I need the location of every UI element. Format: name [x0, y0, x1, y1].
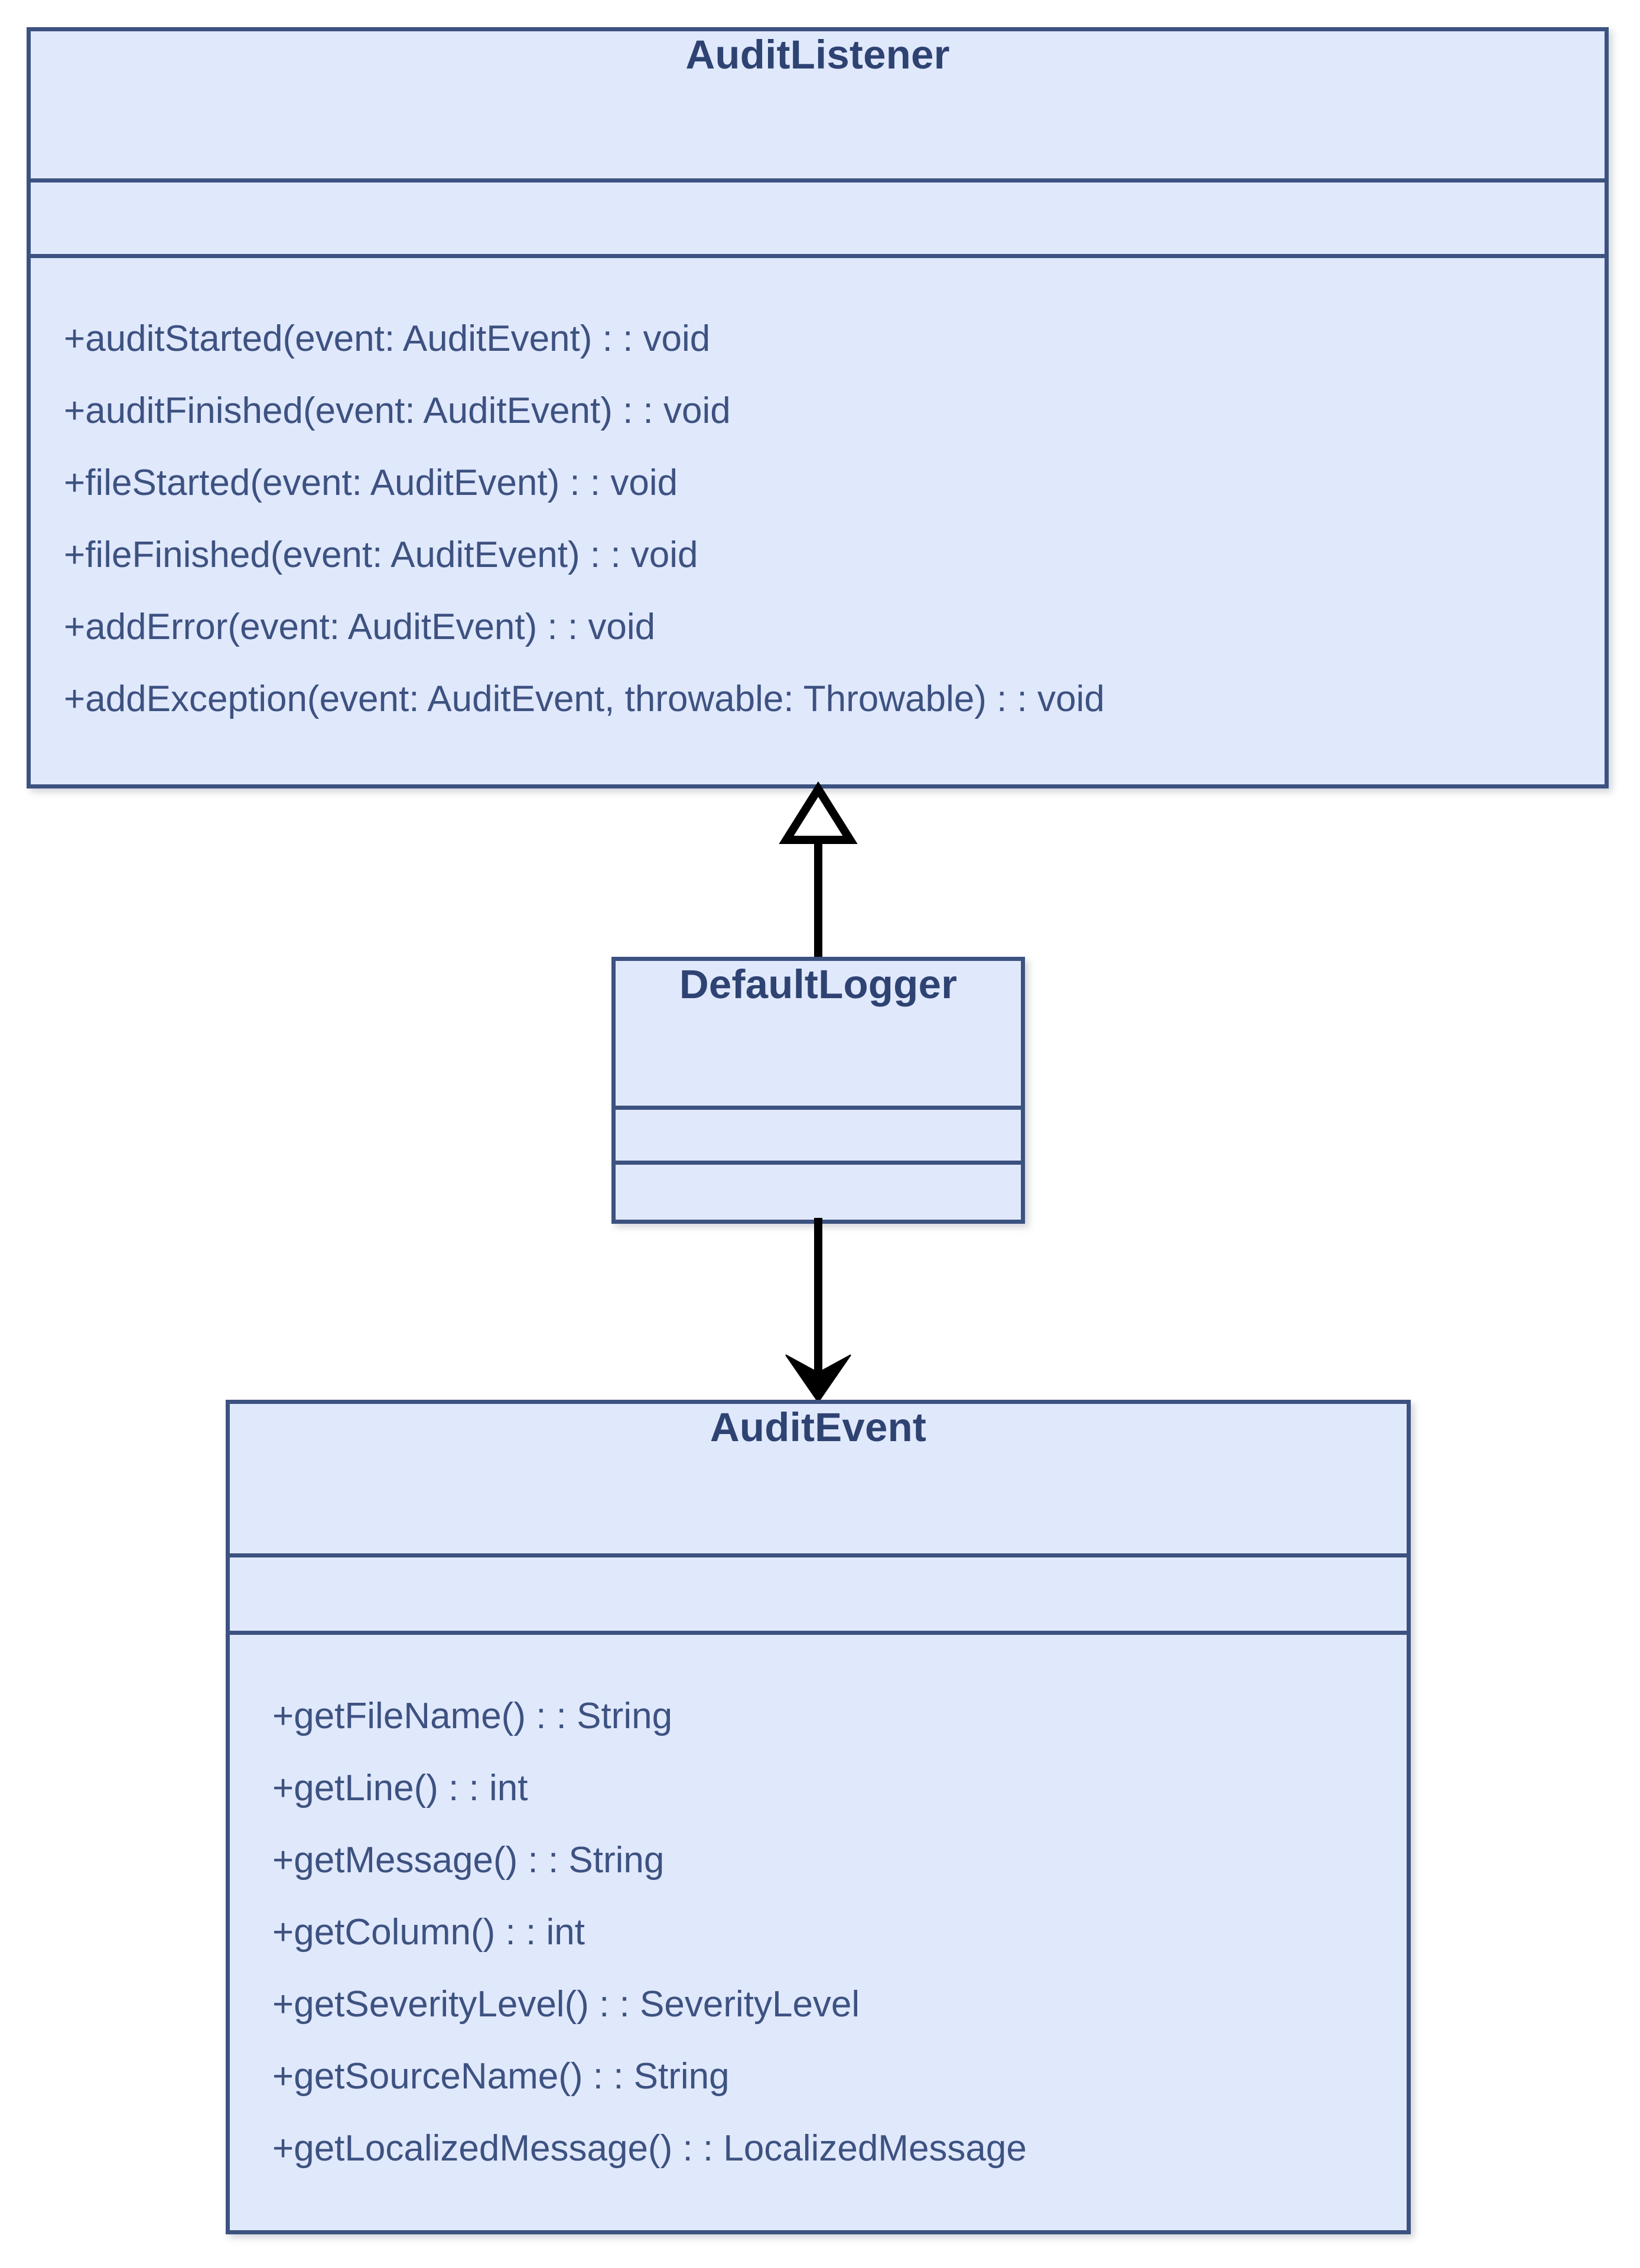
operation-row: +addException(event: AuditEvent, throwab…: [64, 679, 1105, 719]
uml-class-default-logger[interactable]: DefaultLogger: [611, 957, 1025, 1224]
operation-row: +getLine() : : int: [272, 1768, 528, 1808]
class-attributes-compartment: [230, 1553, 1407, 1631]
operation-row: +getColumn() : : int: [272, 1912, 585, 1953]
class-title-audit-event: AuditEvent: [710, 1405, 927, 1450]
uml-class-audit-event[interactable]: AuditEvent +getFileName() : : String +ge…: [226, 1400, 1411, 2234]
class-attributes-compartment: [616, 1106, 1021, 1161]
operation-row: +fileStarted(event: AuditEvent) : : void: [64, 462, 678, 503]
operation-row: +getSeverityLevel() : : SeverityLevel: [272, 1984, 860, 2025]
solid-arrowhead-icon: [785, 1354, 851, 1403]
class-name-compartment: AuditEvent: [230, 1404, 1407, 1553]
operation-row: +getLocalizedMessage() : : LocalizedMess…: [272, 2128, 1027, 2169]
generalization-connector-to-audit-listener: [779, 781, 858, 963]
class-operations-compartment: +auditStarted(event: AuditEvent) : : voi…: [31, 254, 1605, 780]
class-name-compartment: DefaultLogger: [616, 961, 1021, 1106]
operation-row: +auditStarted(event: AuditEvent) : : voi…: [64, 318, 711, 359]
association-connector-to-audit-event: [785, 1218, 851, 1403]
class-operations-compartment: +getFileName() : : String +getLine() : :…: [230, 1631, 1407, 2230]
class-name-compartment: AuditListener: [31, 31, 1605, 178]
class-title-default-logger: DefaultLogger: [679, 962, 958, 1007]
class-operations-compartment: [616, 1161, 1021, 1216]
operation-row: +fileFinished(event: AuditEvent) : : voi…: [64, 535, 698, 575]
operation-row: +auditFinished(event: AuditEvent) : : vo…: [64, 390, 731, 431]
class-title-audit-listener: AuditListener: [685, 32, 950, 77]
hollow-triangle-arrowhead-icon: [779, 781, 858, 844]
class-attributes-compartment: [31, 178, 1605, 254]
uml-class-audit-listener[interactable]: AuditListener +auditStarted(event: Audit…: [27, 27, 1609, 788]
operation-row: +addError(event: AuditEvent) : : void: [64, 607, 656, 647]
operation-row: +getFileName() : : String: [272, 1696, 673, 1736]
operation-row: +getMessage() : : String: [272, 1840, 665, 1881]
operation-row: +getSourceName() : : String: [272, 2056, 730, 2097]
